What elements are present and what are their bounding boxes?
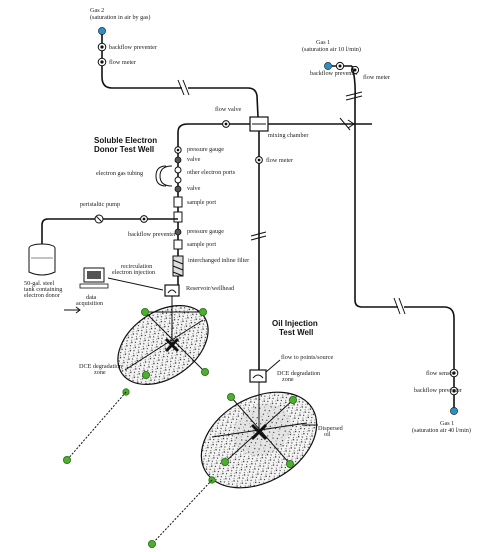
soluble-well-screen xyxy=(164,337,180,353)
sample-port-1-icon xyxy=(173,196,183,208)
flow-sensor-label: flow sensor xyxy=(426,370,455,377)
peristaltic-pump-label: peristaltic pump xyxy=(80,201,120,208)
monitor-well-1 xyxy=(140,307,149,316)
pipe-break-1 xyxy=(177,79,185,96)
oil-wellhead-icon xyxy=(249,369,267,383)
monitor-well-2 xyxy=(198,307,207,316)
transect-2 xyxy=(151,479,213,545)
dispersed-oil-label-1: Dispersed xyxy=(318,425,344,432)
flow-meter-1-label: flow meter xyxy=(109,59,136,66)
mixing-manifold: mixing chamber flow valve flow meter xyxy=(177,106,372,370)
monitor-well-4 xyxy=(200,367,209,376)
sample-port-1-label: sample port xyxy=(187,199,216,206)
oil-well-title-2: Test Well xyxy=(279,328,313,337)
backflow-preventer-2-label: backflow preventer xyxy=(310,70,358,77)
gas1-main-line xyxy=(351,65,356,300)
valve-2-label: valve xyxy=(187,185,201,192)
gas2-supply: Gas 2 (saturation in air by gas) backflo… xyxy=(90,7,259,118)
pressure-gauge-2-icon xyxy=(174,228,182,236)
sample-port-2-icon xyxy=(173,239,183,250)
pipe-break-2 xyxy=(345,91,363,97)
pipe-break-3 xyxy=(250,231,267,237)
electron-gas-tubing-loop xyxy=(159,165,173,187)
backflow-preventer-4-label: backflow preventer xyxy=(414,387,462,394)
gas1-bottom-label: Gas 1 xyxy=(440,420,454,427)
gas1-bottom-supply: flow sensor backflow preventer Gas 1 (sa… xyxy=(354,297,471,434)
gas1-top-sub-label: (saturation air 10 l/min) xyxy=(302,46,361,53)
wellhead-label: Reservoir/wellhead xyxy=(186,285,235,292)
computer-icon xyxy=(79,267,109,289)
recirculation-label-2: electron injection xyxy=(112,269,155,276)
transect-1 xyxy=(66,391,127,461)
tank-label-2: tank containing xyxy=(24,286,62,293)
gas2-sub-label: (saturation in air by gas) xyxy=(90,14,150,21)
tank-label-3: electron donor xyxy=(24,292,60,299)
valve-1-icon xyxy=(174,156,182,164)
data-acquisition-label-1: data xyxy=(86,294,97,301)
oil-injection-well-assembly: Oil Injection Test Well flow to points/s… xyxy=(147,319,344,549)
dce-degradation-zone-1 xyxy=(117,304,209,386)
electron-donor-tank xyxy=(28,243,56,276)
electron-gas-tubing-label: electron gas tubing xyxy=(96,170,143,177)
dce-zone-1-label: DCE degradation xyxy=(79,363,122,370)
dce-zone-2-label: DCE degradation xyxy=(277,370,320,377)
pipe-break-4 xyxy=(393,297,401,315)
soluble-well-title-1: Soluble Electron xyxy=(94,136,157,145)
data-acquisition-label-2: acquisition xyxy=(76,300,103,307)
sample-port-2-label: sample port xyxy=(187,241,216,248)
monitor-well-6 xyxy=(63,455,72,464)
monitor-well-9 xyxy=(220,457,229,466)
gas1-top-label: Gas 1 xyxy=(316,39,330,46)
gas1-top-supply: Gas 1 (saturation air 10 l/min) backflow… xyxy=(302,39,390,300)
pressure-gauge-1-label: pressure gauge xyxy=(187,146,224,153)
monitor-well-8 xyxy=(288,395,297,404)
backflow-preventer-3-label: backflow preventer xyxy=(128,231,176,238)
mixing-chamber-label: mixing chamber xyxy=(268,132,308,139)
flow-meter-3-label: flow meter xyxy=(266,157,293,164)
oil-well-title-1: Oil Injection xyxy=(272,319,318,328)
backflow-preventer-1-label: backflow preventer xyxy=(109,44,157,51)
gas2-label: Gas 2 xyxy=(90,7,104,14)
gas1-top-source-marker xyxy=(324,62,332,70)
flow-valve-label: flow valve xyxy=(215,106,242,113)
flow-meter-2-label: flow meter xyxy=(363,74,390,81)
valve-2-icon xyxy=(174,185,182,193)
soluble-well-title-2: Donor Test Well xyxy=(94,145,154,154)
other-electron-ports-label: other electron ports xyxy=(187,169,236,176)
dce-zone-2-label-b: zone xyxy=(282,376,294,383)
monitor-well-12 xyxy=(147,540,156,549)
gas1-bottom-source-marker xyxy=(450,407,458,415)
flow-to-points-label: flow to points/source xyxy=(281,354,333,361)
pump-line xyxy=(41,218,95,248)
dispersed-oil-label-2: oil xyxy=(324,431,331,438)
tank-label-1: 50-gal. steel xyxy=(24,280,55,287)
monitor-well-10 xyxy=(285,459,294,468)
interchange-line-label: interchanged inline filter xyxy=(188,257,249,264)
pressure-gauge-2-label: pressure gauge xyxy=(187,228,224,235)
monitor-well-3 xyxy=(141,370,150,379)
gas2-source-marker xyxy=(98,27,106,35)
gas1-bottom-sub-label: (saturation air 40 l/min) xyxy=(412,427,471,434)
soluble-donor-well-assembly: Soluble Electron Donor Test Well pressur… xyxy=(24,136,249,464)
valve-1-label: valve xyxy=(187,156,201,163)
monitor-well-7 xyxy=(226,392,235,401)
dce-zone-1-label-b: zone xyxy=(94,369,106,376)
recirculation-label-1: recirculation xyxy=(121,263,152,270)
